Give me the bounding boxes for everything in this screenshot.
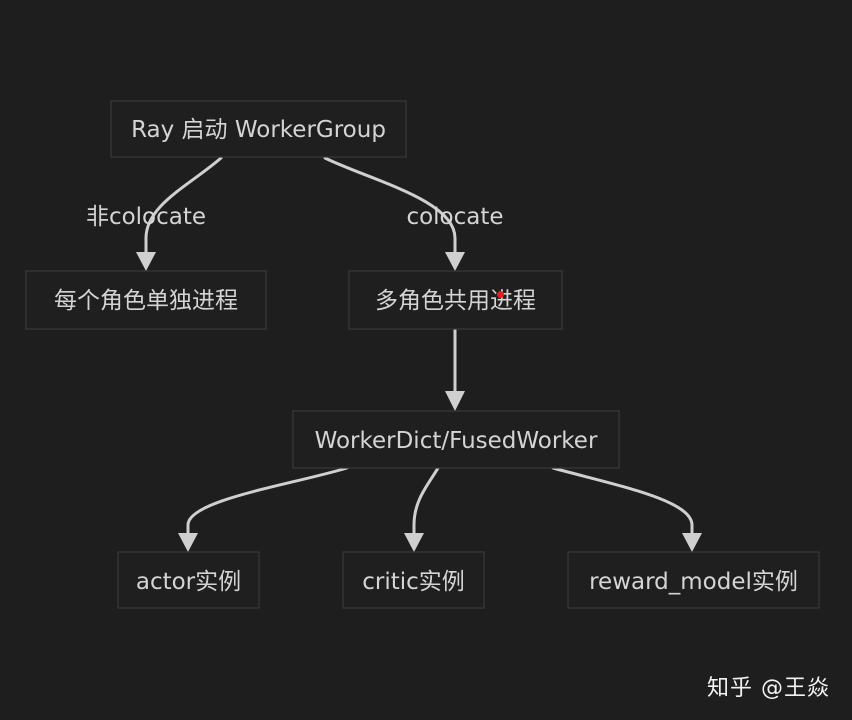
watermark: 知乎 @王焱 <box>707 676 830 701</box>
edge-ray-to-shared <box>323 156 465 271</box>
edge-workerdict-to-critic <box>404 466 440 552</box>
node-shared-process-label: 多角色共用进程 <box>375 288 536 314</box>
edge-workerdict-to-actor <box>178 466 349 552</box>
node-actor-label: actor实例 <box>136 569 241 595</box>
node-ray-start-label: Ray 启动 WorkerGroup <box>131 117 386 143</box>
cursor-dot <box>497 291 504 298</box>
node-shared-process: 多角色共用进程 <box>348 270 563 330</box>
edge-label-colocate-text: colocate <box>406 204 503 230</box>
node-reward-model: reward_model实例 <box>567 551 820 609</box>
node-actor: actor实例 <box>117 551 260 609</box>
edge-label-non-colocate: 非colocate <box>86 204 206 230</box>
edge-workerdict-to-reward <box>551 466 702 552</box>
edge-ray-to-separate <box>136 156 223 271</box>
node-ray-start: Ray 启动 WorkerGroup <box>110 100 407 158</box>
node-reward-model-label: reward_model实例 <box>589 569 798 595</box>
node-worker-dict-label: WorkerDict/FusedWorker <box>315 428 598 454</box>
node-worker-dict: WorkerDict/FusedWorker <box>292 410 620 469</box>
edge-label-non-colocate-text: 非colocate <box>86 204 206 230</box>
node-separate-process-label: 每个角色单独进程 <box>54 288 238 314</box>
node-critic: critic实例 <box>342 551 485 609</box>
edge-shared-to-workerdict <box>445 328 465 411</box>
node-separate-process: 每个角色单独进程 <box>25 270 267 330</box>
edge-label-colocate: colocate <box>406 204 503 230</box>
node-critic-label: critic实例 <box>362 569 465 595</box>
